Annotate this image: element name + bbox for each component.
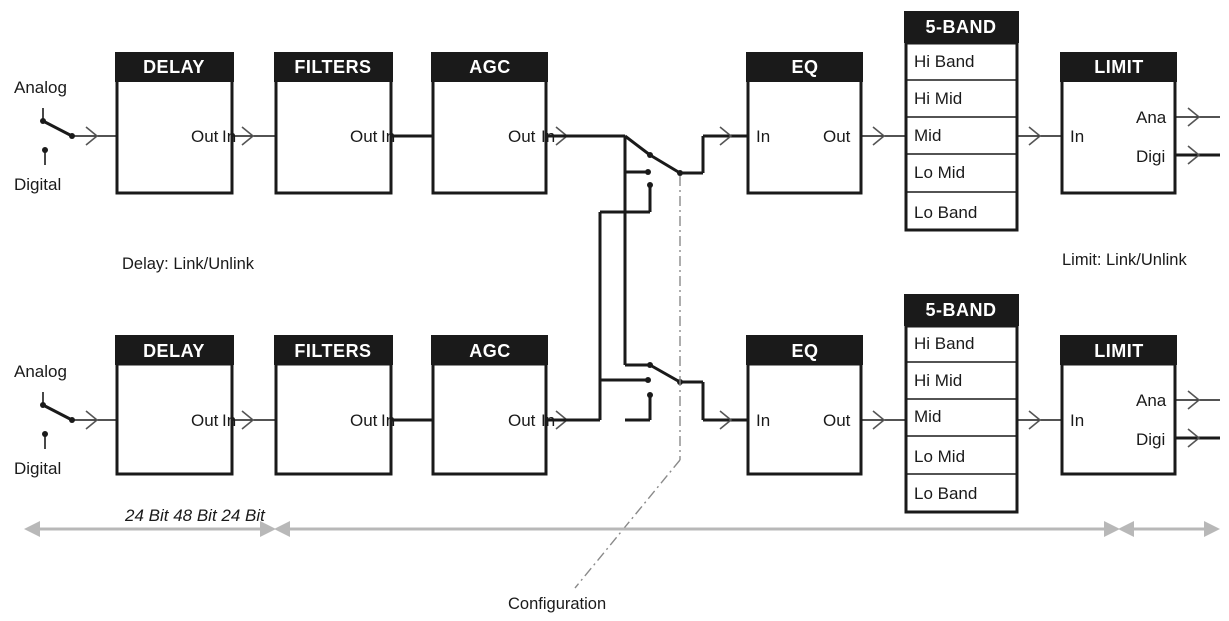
delay-block: DELAY Out (115, 335, 234, 476)
agc-block: AGC Out (431, 335, 548, 476)
source-analog-label: Analog (14, 78, 67, 97)
band-lo-band: Lo Band (914, 484, 977, 503)
band-lo-mid: Lo Mid (914, 447, 965, 466)
delay-title: DELAY (143, 341, 205, 361)
five-band-title: 5-BAND (925, 17, 996, 37)
arrow-icon (1187, 107, 1201, 127)
delay-out-label: Out (191, 127, 219, 146)
filters-in-label: In (222, 127, 236, 146)
limit-link-caption: Limit: Link/Unlink (1062, 251, 1187, 269)
arrow-icon (872, 126, 886, 146)
arrow-icon (1028, 126, 1042, 146)
band-hi-band: Hi Band (914, 334, 974, 353)
delay-block: DELAY Out (115, 52, 234, 195)
path-2: Analog Digital DELAY Out In FILTERS Out (14, 294, 1220, 514)
arrow-icon (872, 410, 886, 430)
out-analog-label: Ana (1136, 108, 1167, 127)
limit-block: LIMIT In Ana Digi (1060, 52, 1177, 195)
agc-title: AGC (469, 341, 511, 361)
arrow-icon (241, 126, 255, 146)
limit-block: LIMIT In Ana Digi (1060, 335, 1177, 476)
path-1: Analog Digital DELAY Out In FILTERS O (14, 11, 1220, 232)
routing-matrix (546, 126, 748, 589)
arrow-icon (1028, 410, 1042, 430)
out-digital-label: Digi (1136, 147, 1165, 166)
input-switch (40, 392, 116, 449)
eq-block: EQ In Out (746, 52, 863, 195)
filters-block: FILTERS Out (274, 52, 393, 195)
arrow-icon (85, 126, 99, 146)
limit-title: LIMIT (1094, 57, 1144, 77)
agc-in-label: In (381, 411, 395, 430)
band-hi-mid: Hi Mid (914, 371, 962, 390)
delay-title: DELAY (143, 57, 205, 77)
out-analog-label: Ana (1136, 391, 1167, 410)
agc-title: AGC (469, 57, 511, 77)
arrow-icon (85, 410, 99, 430)
agc-out-label: Out (508, 411, 536, 430)
input-switch (40, 108, 116, 165)
filters-out-label: Out (350, 127, 378, 146)
arrow-icon (1187, 390, 1201, 410)
arrow-icon (1187, 145, 1201, 165)
eq-in-label: In (756, 411, 770, 430)
bit-depth-bar (24, 521, 1220, 537)
eq-out-label: Out (823, 127, 851, 146)
bit-depth-caption: 24 Bit 48 Bit 24 Bit (124, 506, 266, 525)
eq-out-label: Out (823, 411, 851, 430)
delay-link-caption: Delay: Link/Unlink (122, 255, 255, 273)
five-band-block: 5-BAND Hi Band Hi Mid Mid Lo Mid Lo Band (904, 11, 1019, 232)
eq-title: EQ (791, 341, 818, 361)
delay-out-label: Out (191, 411, 219, 430)
agc-block: AGC Out (431, 52, 548, 195)
limit-title: LIMIT (1094, 341, 1144, 361)
arrow-icon (1187, 428, 1201, 448)
eq-title: EQ (791, 57, 818, 77)
filters-title: FILTERS (294, 341, 371, 361)
eq-in-label: In (756, 127, 770, 146)
arrow-icon (241, 410, 255, 430)
band-lo-mid: Lo Mid (914, 163, 965, 182)
agc-out-label: Out (508, 127, 536, 146)
configuration-caption: Configuration (508, 595, 606, 613)
limit-in-label: In (1070, 127, 1084, 146)
arrow-icon (719, 126, 733, 146)
filters-title: FILTERS (294, 57, 371, 77)
limit-in-label: In (1070, 411, 1084, 430)
band-lo-band: Lo Band (914, 203, 977, 222)
source-digital-label: Digital (14, 175, 61, 194)
eq-block: EQ In Out (746, 335, 863, 476)
band-hi-band: Hi Band (914, 52, 974, 71)
agc-in-label: In (381, 127, 395, 146)
filters-block: FILTERS Out (274, 335, 393, 476)
source-analog-label: Analog (14, 362, 67, 381)
arrow-icon (719, 410, 733, 430)
band-mid: Mid (914, 126, 941, 145)
five-band-title: 5-BAND (925, 300, 996, 320)
filters-out-label: Out (350, 411, 378, 430)
out-digital-label: Digi (1136, 430, 1165, 449)
source-digital-label: Digital (14, 459, 61, 478)
band-mid: Mid (914, 407, 941, 426)
five-band-block: 5-BAND Hi Band Hi Mid Mid Lo Mid Lo Band (904, 294, 1019, 514)
band-hi-mid: Hi Mid (914, 89, 962, 108)
filters-in-label: In (222, 411, 236, 430)
